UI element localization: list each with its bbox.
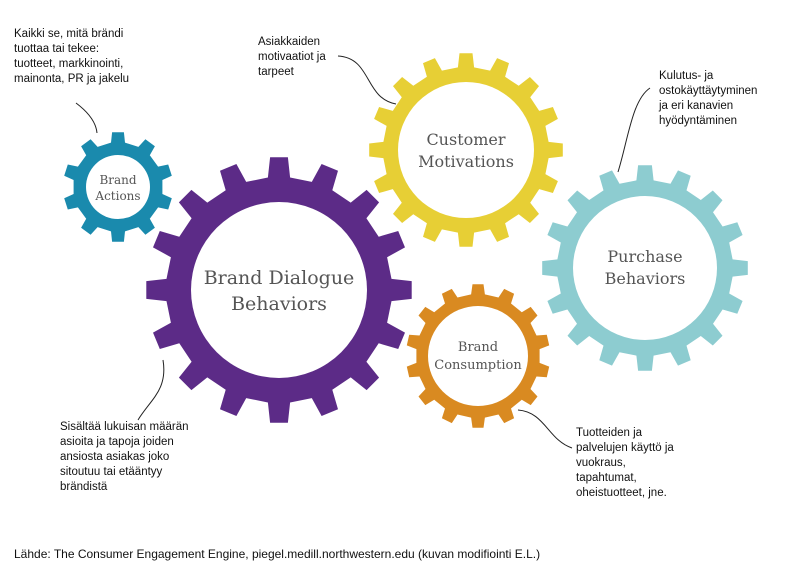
gear-customer-motivations-label-2: Motivations — [418, 152, 514, 171]
note-line: hyödyntäminen — [659, 115, 737, 127]
gear-brand-consumption-label-2: Consumption — [434, 358, 522, 373]
gear-brand-actions: Brand Actions — [64, 132, 172, 242]
gear-brand-actions-label-1: Brand — [99, 173, 136, 187]
note-customer-motivations: Asiakkaiden motivaatiot ja tarpeet — [258, 35, 326, 80]
note-line: brändistä — [60, 481, 108, 493]
note-brand-consumption: Tuotteiden ja palvelujen käyttö ja vuokr… — [576, 426, 674, 501]
gear-brand-consumption-label-1: Brand — [458, 340, 498, 355]
note-line: asioita ja tapoja joiden — [60, 436, 174, 448]
note-line: ostokäyttäytyminen — [659, 85, 758, 97]
gear-customer-motivations: Customer Motivations — [369, 53, 563, 247]
note-line: Tuotteiden ja — [576, 427, 643, 439]
note-line: mainonta, PR ja jakelu — [14, 73, 130, 85]
gear-purchase-behaviors-label-1: Purchase — [607, 247, 682, 266]
gear-purchase-behaviors: Purchase Behaviors — [542, 165, 748, 371]
gear-purchase-behaviors-label-2: Behaviors — [605, 269, 686, 288]
note-line: ja eri kanavien — [659, 100, 734, 112]
note-line: palvelujen käyttö ja — [576, 442, 674, 454]
connector-brand-actions — [75, 102, 98, 134]
connector-customer-motivations — [337, 55, 397, 105]
note-line: Asiakkaiden — [258, 36, 321, 48]
gear-brand-dialogue-hole — [191, 202, 367, 378]
note-line: sitoutuu tai etääntyy — [60, 466, 163, 478]
note-line: tuottaa tai tekee: — [14, 43, 100, 55]
note-line: oheistuotteet, jne. — [576, 487, 667, 499]
note-purchase-behaviors: Kulutus- ja ostokäyttäytyminen ja eri ka… — [659, 69, 757, 129]
gear-customer-motivations-hole — [398, 82, 534, 218]
gear-brand-dialogue: Brand Dialogue Behaviors — [146, 157, 412, 423]
note-line: ansiosta asiakas joko — [60, 451, 170, 463]
gear-brand-dialogue-label-2: Behaviors — [231, 293, 327, 315]
gear-purchase-behaviors-hole — [573, 196, 717, 340]
gear-brand-consumption-hole — [428, 306, 528, 406]
gear-brand-actions-label-2: Actions — [94, 189, 140, 203]
gear-brand-dialogue-label-1: Brand Dialogue — [204, 267, 355, 289]
source-caption: Lähde: The Consumer Engagement Engine, p… — [14, 547, 541, 561]
gear-brand-actions-hole — [86, 155, 150, 219]
gear-brand-consumption: Brand Consumption — [406, 284, 550, 428]
connector-brand-dialogue — [137, 359, 165, 421]
note-line: tarpeet — [258, 66, 294, 78]
gear-customer-motivations-label-1: Customer — [426, 130, 505, 149]
note-line: Sisältää lukuisan määrän — [60, 421, 189, 433]
connector-purchase-behaviors — [617, 87, 651, 173]
note-line: motivaatiot ja — [258, 51, 326, 63]
note-line: tuotteet, markkinointi, — [14, 58, 124, 70]
note-brand-actions: Kaikki se, mitä brändi tuottaa tai tekee… — [14, 27, 129, 87]
note-line: tapahtumat, — [576, 472, 637, 484]
connector-brand-consumption — [517, 409, 573, 449]
note-line: Kaikki se, mitä brändi — [14, 28, 124, 40]
note-line: Kulutus- ja — [659, 70, 714, 82]
note-brand-dialogue: Sisältää lukuisan määrän asioita ja tapo… — [60, 420, 189, 495]
note-line: vuokraus, — [576, 457, 626, 469]
